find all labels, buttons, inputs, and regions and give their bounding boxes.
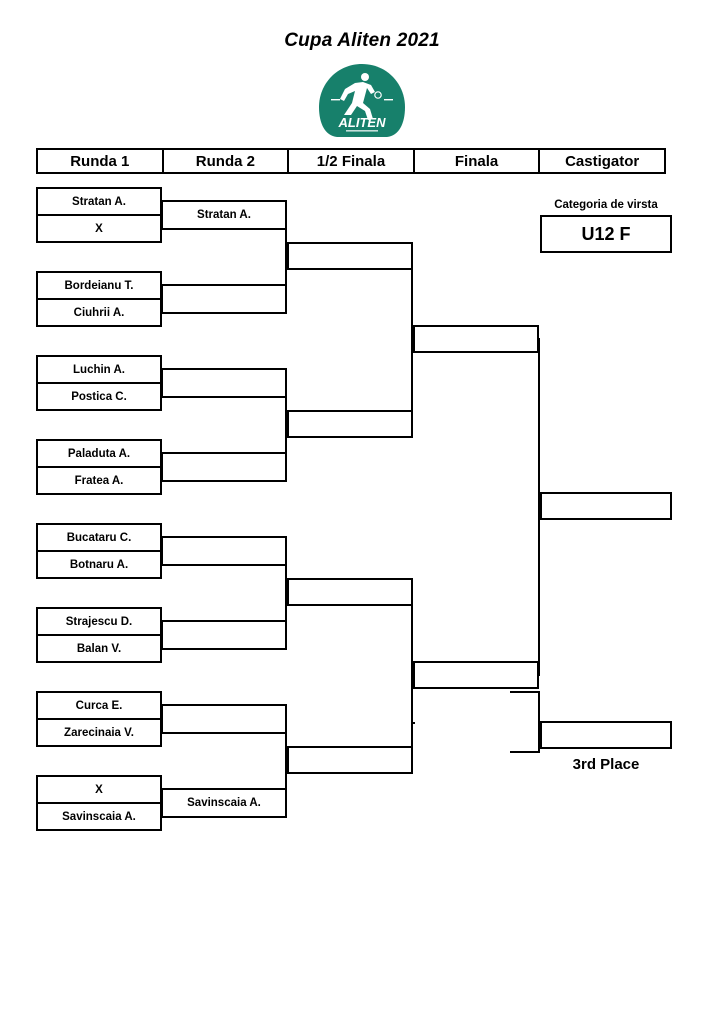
semifinal-slot[interactable] [287,410,413,438]
round1-slot-top[interactable]: Bordeianu T. [36,271,162,299]
bracket-spine [411,591,413,761]
third-place-feeder [411,722,415,724]
round2-slot[interactable] [161,620,287,650]
semifinal-slot[interactable] [287,746,413,774]
round1-slot-top[interactable]: Luchin A. [36,355,162,383]
round1-slot-bottom[interactable]: Botnaru A. [36,551,162,579]
bracket-spine [538,338,540,676]
round1-slot-bottom[interactable]: Zarecinaia V. [36,719,162,747]
age-category-label: Categoria de virsta [554,199,658,211]
round2-slot[interactable]: Stratan A. [161,200,287,230]
round2-slot[interactable] [161,704,287,734]
round1-slot-bottom[interactable]: Postica C. [36,383,162,411]
round2-slot[interactable] [161,452,287,482]
page-title: Cupa Aliten 2021 [284,30,440,51]
round1-slot-top[interactable]: Bucataru C. [36,523,162,551]
round1-slot-bottom[interactable]: Fratea A. [36,467,162,495]
round-header-winner: Castigator [565,152,640,170]
semifinal-slot[interactable] [287,578,413,606]
round1-slot-bottom[interactable]: Ciuhrii A. [36,299,162,327]
final-slot[interactable] [413,325,539,353]
round1-slot-bottom[interactable]: Savinscaia A. [36,803,162,831]
round1-slot-top[interactable]: Curca E. [36,691,162,719]
bracket-spine [285,214,287,300]
semifinal-slot[interactable] [287,242,413,270]
bracket-spine [285,550,287,636]
aliten-logo: ALITEN [313,63,411,139]
round-header-bar: Runda 1 Runda 2 1/2 Finala Finala Castig… [36,148,666,174]
round2-slot[interactable] [161,284,287,314]
round-header-runda-2: Runda 2 [164,150,290,172]
round1-slot-bottom[interactable]: Balan V. [36,635,162,663]
winner-slot[interactable] [540,492,672,520]
bracket-spine [285,718,287,804]
third-place-feeder [510,691,540,693]
round1-slot-bottom[interactable]: X [36,215,162,243]
final-slot[interactable] [413,661,539,689]
third-place-label: 3rd Place [572,756,640,773]
third-place-spine [538,691,540,753]
age-category-panel: Categoria de virsta U12 F [540,199,672,253]
round1-slot-top[interactable]: Paladuta A. [36,439,162,467]
bracket-spine [285,382,287,468]
round2-slot[interactable] [161,536,287,566]
round1-slot-top[interactable]: Strajescu D. [36,607,162,635]
round1-slot-top[interactable]: Stratan A. [36,187,162,215]
round-header-runda-1: Runda 1 [38,150,164,172]
round2-slot[interactable] [161,368,287,398]
svg-text:ALITEN: ALITEN [338,115,387,130]
round1-slot-top[interactable]: X [36,775,162,803]
round2-slot[interactable]: Savinscaia A. [161,788,287,818]
age-category-value: U12 F [540,215,672,253]
bracket-spine [411,255,413,425]
round-header-final: Finala [415,150,541,172]
third-place-feeder [510,751,540,753]
third-place-slot[interactable] [540,721,672,749]
round-header-semifinal: 1/2 Finala [289,150,415,172]
